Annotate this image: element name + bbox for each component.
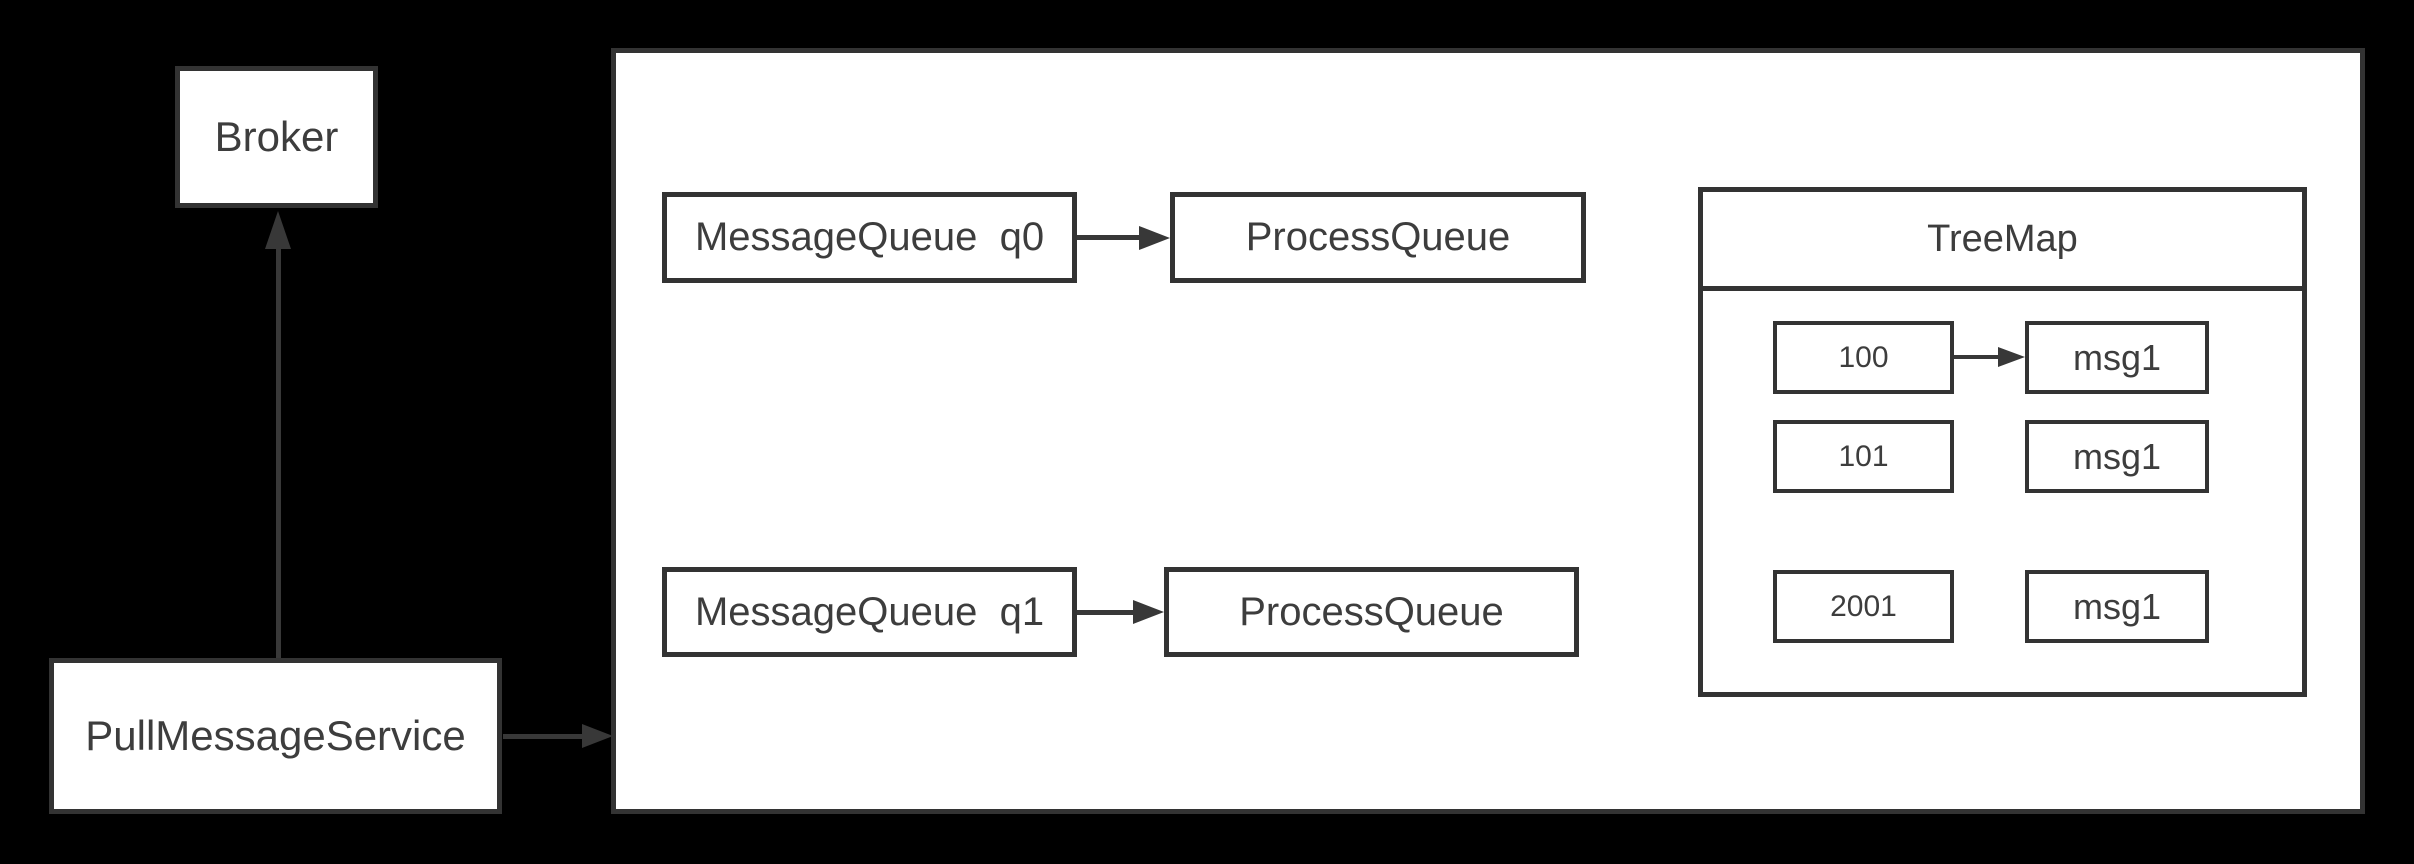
broker-label: Broker <box>214 113 339 160</box>
arrow-q1-to-processqueue-line <box>1077 610 1134 615</box>
treemap-key-100-label: 100 <box>1838 340 1889 374</box>
arrow-q1-to-processqueue-head-icon <box>1133 600 1164 624</box>
treemap-value-msg1-row3-label: msg1 <box>2072 585 2162 627</box>
message-queue-q0-label: MessageQueue q0 <box>694 215 1045 259</box>
process-queue-top-node: ProcessQueue <box>1170 192 1586 283</box>
arrow-pms-to-broker-head-icon <box>265 211 291 249</box>
treemap-value-msg1-row1-label: msg1 <box>2072 336 2162 378</box>
process-queue-top-label: ProcessQueue <box>1245 215 1511 259</box>
treemap-value-msg1-row3-node: msg1 <box>2025 570 2209 643</box>
arrow-pms-to-broker-line <box>276 246 281 658</box>
treemap-header: TreeMap <box>1703 192 2302 291</box>
arrow-q0-to-processqueue-line <box>1077 235 1139 240</box>
arrow-pms-to-container-line <box>503 734 583 739</box>
message-queue-q1-node: MessageQueue q1 <box>662 567 1077 657</box>
arrow-100-to-msg1-line <box>1954 355 2000 359</box>
arrow-q0-to-processqueue-head-icon <box>1139 226 1170 250</box>
message-queue-q1-label: MessageQueue q1 <box>694 589 1045 634</box>
treemap-key-101-label: 101 <box>1838 439 1889 473</box>
broker-node: Broker <box>175 66 378 208</box>
process-queue-bottom-label: ProcessQueue <box>1239 589 1504 634</box>
process-queue-bottom-node: ProcessQueue <box>1164 567 1579 657</box>
treemap-key-101-node: 101 <box>1773 420 1954 493</box>
message-queue-q0-node: MessageQueue q0 <box>662 192 1077 283</box>
treemap-title: TreeMap <box>1927 217 2078 260</box>
treemap-value-msg1-row2-node: msg1 <box>2025 420 2209 493</box>
treemap-value-msg1-row1-node: msg1 <box>2025 321 2209 394</box>
pull-message-service-label: PullMessageService <box>85 712 466 759</box>
treemap-key-100-node: 100 <box>1773 321 1954 394</box>
treemap-key-2001-node: 2001 <box>1773 570 1954 643</box>
pull-message-service-node: PullMessageService <box>49 658 502 814</box>
arrow-100-to-msg1-head-icon <box>1998 347 2025 367</box>
treemap-key-2001-label: 2001 <box>1830 589 1897 623</box>
treemap-value-msg1-row2-label: msg1 <box>2072 435 2162 477</box>
arrow-pms-to-container-head-icon <box>582 724 613 748</box>
